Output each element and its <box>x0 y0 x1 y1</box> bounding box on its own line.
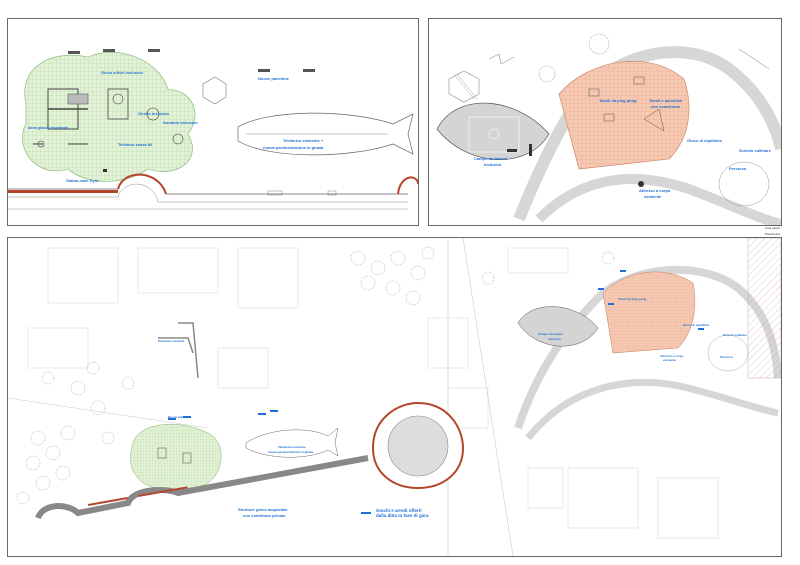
site-label-teleferica: Teleferica esistente <box>278 445 306 449</box>
site-label-strutture-2: con contributo privato <box>243 513 286 518</box>
site-label-ping-pong: Tavoli da ping pong <box>618 297 647 301</box>
caption-planimetria: Planimetria <box>765 232 781 236</box>
zipline-fish-area <box>237 112 414 156</box>
label-teleferica-1: Teleferica esistente + <box>283 138 324 143</box>
bench <box>103 49 115 52</box>
site-label-strutture-1: Strutture gioco acquistate <box>238 507 288 512</box>
label-tavoli-2: con scacchiera <box>651 104 680 109</box>
legend-text: Giochi e arredi offerti dalla ditta in f… <box>376 508 446 518</box>
label-gioco-fiori: Gioco a fiori inclusivo <box>101 70 143 75</box>
label-area-giochi: Area giochi esistente <box>28 125 69 130</box>
detail-panel-playground: Gioco a fiori inclusivo Nuove panchine G… <box>7 18 419 226</box>
site-label-panchine: Panchine esistenti <box>158 339 185 343</box>
site-label-percorso: Percorso <box>720 355 734 359</box>
legend: Giochi e arredi offerti dalla ditta in f… <box>361 508 446 518</box>
basket-court <box>436 102 550 160</box>
site-plan-panel: Panchine esistenti Nuove panchine Telefe… <box>7 237 782 557</box>
bench <box>148 49 160 52</box>
site-label-nuove-panchine: Nuove panchine <box>168 415 192 419</box>
bench <box>258 69 270 72</box>
playground-detail-drawing <box>8 49 418 210</box>
site-label-equilibrio: Gioco di equilibrio <box>683 323 710 327</box>
detail-panel-sports: Tavoli da ping pong Tavoli e panchine co… <box>428 18 782 226</box>
bench <box>303 69 315 72</box>
legend-line-2: dalla ditta in fase di gara <box>376 513 429 519</box>
site-label-pavimentazione: nuova pavimentazione in ghiaia <box>268 450 314 454</box>
label-nuove-panchine: Nuove panchine <box>258 76 289 81</box>
legend-swatch <box>361 512 371 515</box>
legend-line-1: Giochi e arredi offerti <box>376 508 422 513</box>
label-attrezzi-2: esistente <box>644 194 662 199</box>
caption-area-giochi: Area giochi <box>765 226 781 230</box>
label-equilibrio: Gioco di equilibrio <box>687 138 723 143</box>
label-scivolo: Scivolo collinare <box>739 148 771 153</box>
site-basket-court <box>517 306 599 347</box>
site-zipline-fish <box>245 427 339 458</box>
site-label-scivolo: Scivolo collinare <box>723 333 747 337</box>
label-girello: Girello inclusivo <box>138 111 170 116</box>
label-tavoli-1: Tavoli e panchine <box>649 98 683 103</box>
site-label-inclusivo: inclusivo <box>548 337 562 341</box>
site-label-attrezzi: Attrezzo a corpo <box>660 354 684 358</box>
sports-detail-drawing <box>436 33 781 225</box>
site-label-basket: Campo da basket <box>538 332 563 336</box>
label-percorso: Percorso <box>729 166 747 171</box>
site-plan-drawing <box>8 238 781 556</box>
label-basket-1: Campo da basket <box>474 156 508 161</box>
label-statua: Statua cane Kyra <box>66 178 99 183</box>
label-dondolo: Dondolo inclusivo <box>163 120 198 125</box>
label-telefono: Telefono senza fili <box>118 142 153 147</box>
label-teleferica-2: nuova pavimentazione in ghiaia <box>263 145 324 150</box>
label-ping-pong: Tavoli da ping pong <box>599 98 637 103</box>
bench <box>68 51 80 54</box>
label-basket-2: inclusivo <box>484 162 502 167</box>
label-attrezzi-1: Attrezzo a corpo <box>639 188 671 193</box>
site-label-esistente: esistente <box>663 358 677 362</box>
